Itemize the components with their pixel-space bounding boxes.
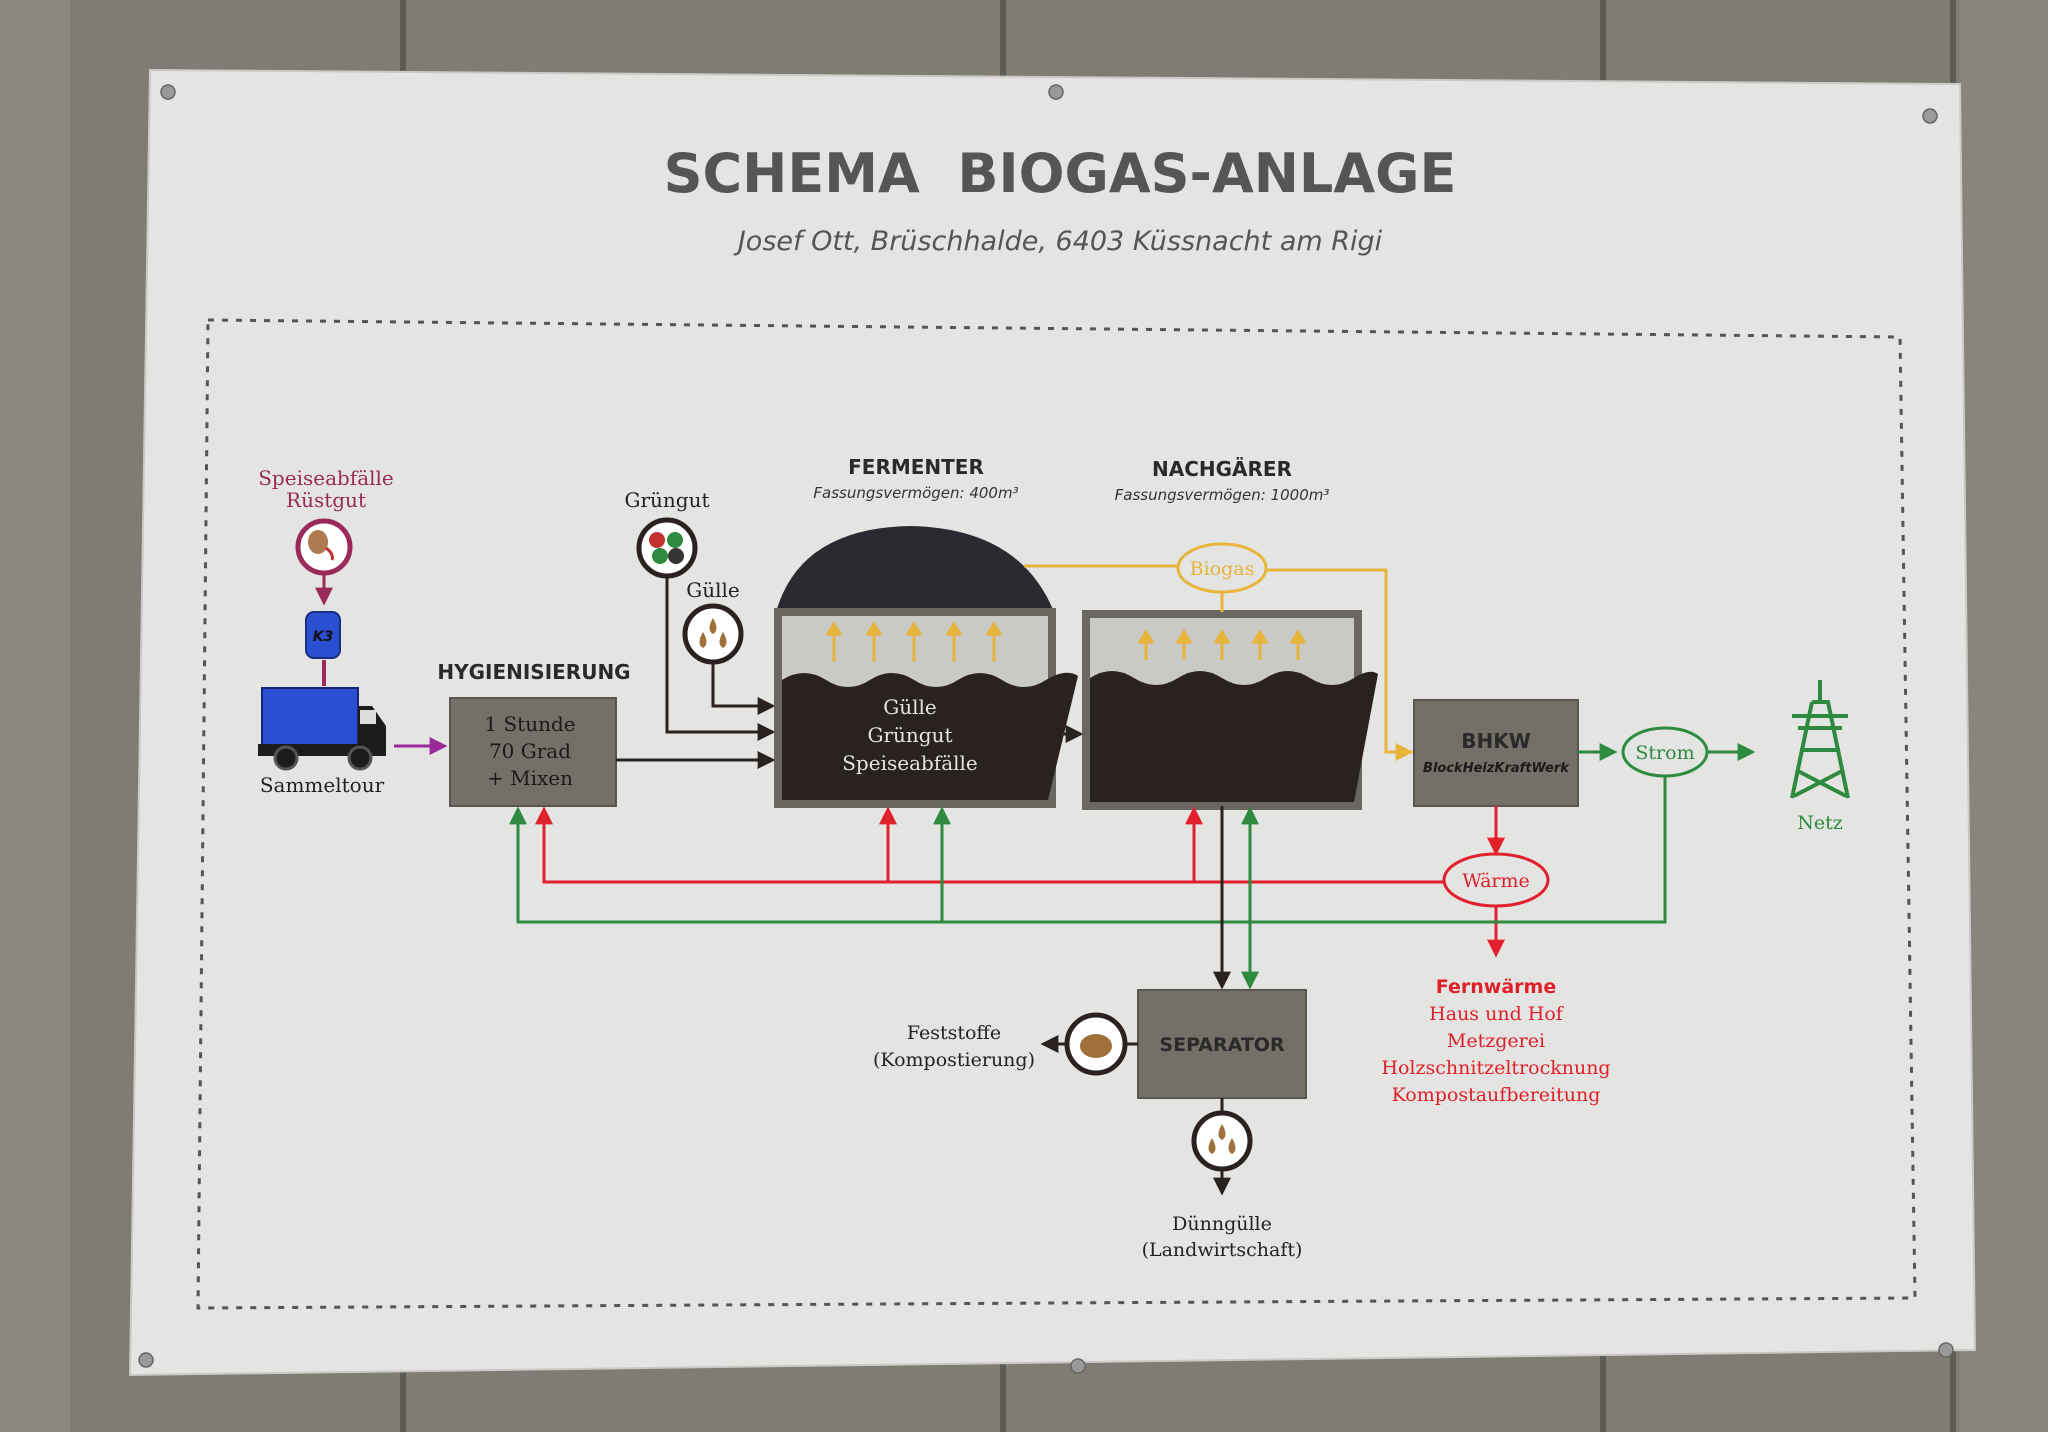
collection-label: Sammeltour	[260, 773, 385, 797]
power-return-line	[509, 776, 1667, 924]
separator-label: SEPARATOR	[1159, 1034, 1285, 1056]
liquid-manure-icon	[1191, 1110, 1253, 1172]
separator-box	[1137, 989, 1307, 1099]
liquid-label-1: Dünngülle	[1172, 1213, 1272, 1235]
fermenter-header: FERMENTER	[848, 455, 984, 479]
district-heat-item-3: Holzschnitzeltrocknung	[1381, 1057, 1610, 1079]
manure-icon	[682, 603, 744, 665]
power-label: Strom	[1635, 742, 1694, 764]
hygiene-line-3: + Mixen	[487, 766, 573, 790]
page-subtitle: Josef Ott, Brüschhalde, 6403 Küssnacht a…	[733, 226, 1383, 257]
chp-name: BHKW	[1461, 729, 1531, 753]
hygiene-box	[449, 697, 617, 807]
fermenter-capacity: Fassungsvermögen: 400m³	[813, 484, 1018, 502]
solids-icon	[1064, 1012, 1128, 1076]
fermenter-gas-arrows	[825, 621, 1003, 662]
post-digester-capacity: Fassungsvermögen: 1000m³	[1115, 486, 1330, 504]
hygiene-line-2: 70 Grad	[489, 739, 571, 763]
bin-label: K3	[313, 629, 334, 645]
manure-to-fermenter-arrow	[711, 662, 776, 715]
chp-box	[1413, 699, 1579, 807]
biogas-label: Biogas	[1190, 558, 1255, 580]
post-digester-liquid	[1090, 671, 1378, 802]
solids-label-2: (Kompostierung)	[873, 1049, 1035, 1071]
fermenter-dome	[776, 526, 1054, 612]
fermenter-liquid	[782, 672, 1078, 800]
liquid-label-2: (Landwirtschaft)	[1142, 1239, 1303, 1261]
fermenter-line-1: Gülle	[883, 695, 937, 719]
post-digester-header: NACHGÄRER	[1152, 457, 1292, 481]
food-waste-label: Speiseabfälle	[258, 466, 394, 490]
bin-icon: K3	[305, 611, 341, 659]
heat-return-line	[535, 806, 1444, 884]
solids-label-1: Feststoffe	[907, 1022, 1001, 1044]
grid-label: Netz	[1797, 812, 1843, 834]
fermenter-line-2: Grüngut	[867, 723, 952, 747]
district-heat-item-4: Kompostaufbereitung	[1392, 1084, 1601, 1106]
green-waste-to-fermenter-arrow	[665, 576, 776, 741]
manure-label: Gülle	[686, 578, 740, 602]
chp-full-name: BlockHeizKraftWerk	[1423, 761, 1570, 776]
hygiene-header: HYGIENISIERUNG	[437, 660, 630, 684]
power-pylon-icon	[1790, 680, 1850, 799]
board-screws	[138, 84, 1954, 1374]
page-title: SCHEMA BIOGAS-ANLAGE	[664, 142, 1457, 205]
hygiene-line-1: 1 Stunde	[484, 712, 575, 736]
district-heat-header: Fernwärme	[1436, 976, 1556, 998]
food-waste-icon	[295, 518, 353, 576]
green-waste-icon	[636, 517, 698, 579]
fermenter-line-3: Speiseabfälle	[842, 751, 978, 775]
biogas-to-chp-arrow	[1266, 568, 1414, 761]
truck-icon	[258, 687, 386, 771]
district-heat-item-2: Metzgerei	[1447, 1030, 1545, 1052]
district-heat-item-1: Haus und Hof	[1429, 1003, 1565, 1025]
peelings-label: Rüstgut	[286, 488, 366, 512]
post-digester-gas-arrows	[1137, 629, 1307, 660]
green-waste-label: Grüngut	[624, 488, 709, 512]
biogas-node	[1176, 542, 1268, 594]
heat-label: Wärme	[1462, 870, 1530, 892]
